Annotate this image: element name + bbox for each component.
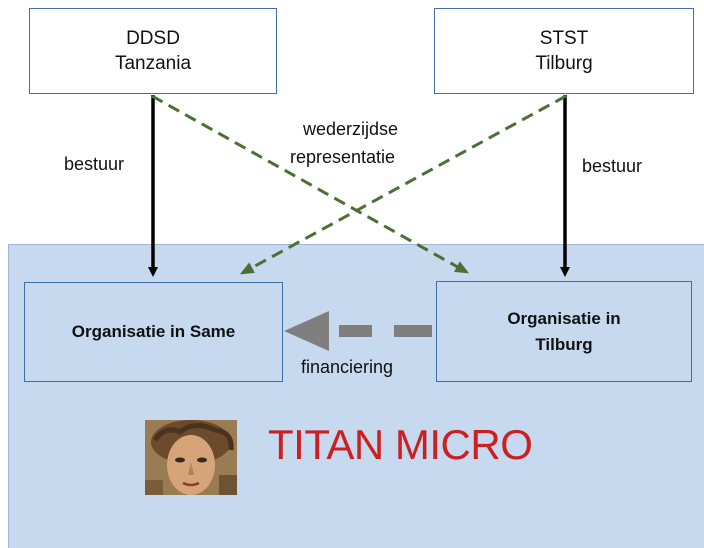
organisatie-same-label: Organisatie in Same [71, 322, 236, 341]
titan-micro-brand: TITAN MICRO [268, 421, 533, 468]
representatie-arrow-to-same [239, 94, 567, 275]
stst-tilburg-box: STST Tilburg [434, 8, 694, 94]
representatie-label: representatie [290, 147, 396, 167]
wederzijdse-label: wederzijdse [303, 119, 399, 139]
organisatie-tilburg-box: Organisatie in Tilburg [436, 281, 692, 382]
stst-name: STST [539, 28, 589, 49]
financiering-label: financiering [301, 357, 394, 377]
financiering-arrow [284, 311, 432, 351]
bestuur-label-left: bestuur [64, 154, 125, 174]
organisatie-same-box: Organisatie in Same [24, 282, 283, 382]
face-portrait-icon [145, 420, 237, 495]
ddsd-location: Tanzania [114, 53, 192, 74]
stst-location: Tilburg [535, 53, 593, 74]
ddsd-name: DDSD [126, 28, 180, 49]
organisatie-tilburg-label-1: Organisatie in [507, 308, 621, 328]
ddsd-tanzania-box: DDSD Tanzania [29, 8, 277, 94]
organisatie-tilburg-label-2: Tilburg [535, 334, 593, 354]
representatie-arrow-to-tilburg [151, 94, 470, 274]
bestuur-label-right: bestuur [582, 156, 643, 176]
